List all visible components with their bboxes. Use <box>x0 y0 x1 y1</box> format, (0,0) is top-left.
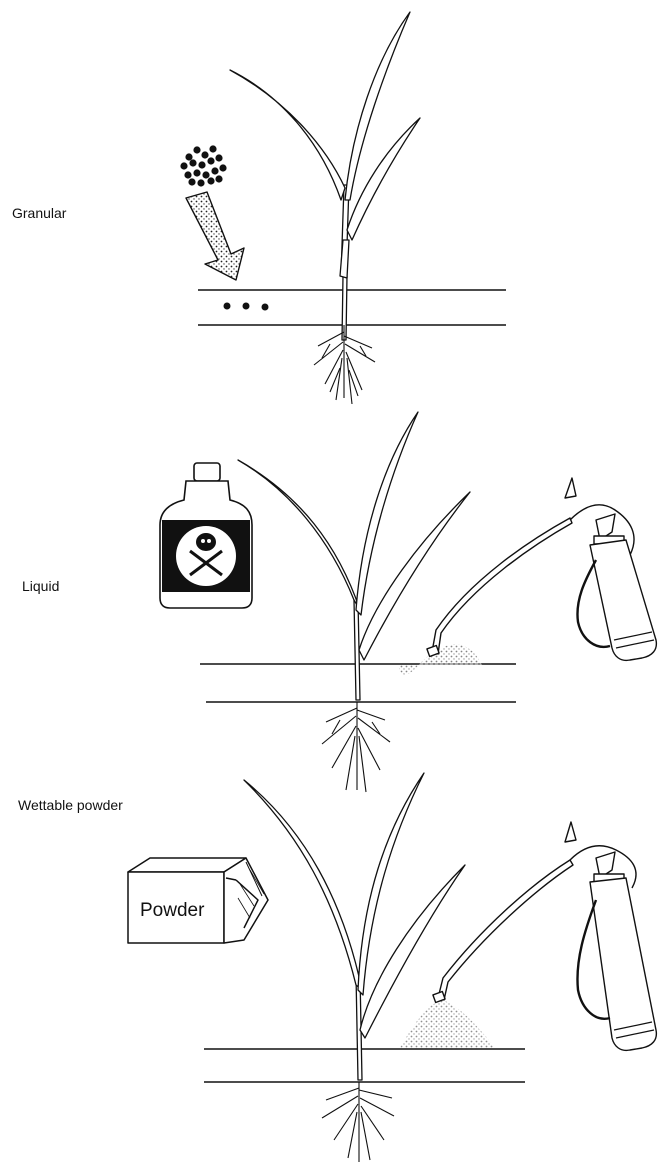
spray-cloud <box>398 644 482 675</box>
powder-box-label: Powder <box>140 900 205 921</box>
roots-icon <box>322 702 390 792</box>
poison-bottle-icon <box>160 463 252 608</box>
panel-liquid <box>160 412 656 792</box>
spray-cloud <box>400 1000 496 1048</box>
pellets-icon <box>180 145 226 186</box>
powder-box-icon: Powder <box>128 858 268 943</box>
panel-wettable-powder: Powder <box>128 773 656 1162</box>
sprayer-icon <box>427 478 656 660</box>
roots-icon <box>322 1082 394 1162</box>
soil-granules <box>224 303 269 311</box>
roots-icon <box>314 325 375 404</box>
arrow-icon <box>186 192 244 280</box>
panel-granular <box>180 12 506 404</box>
